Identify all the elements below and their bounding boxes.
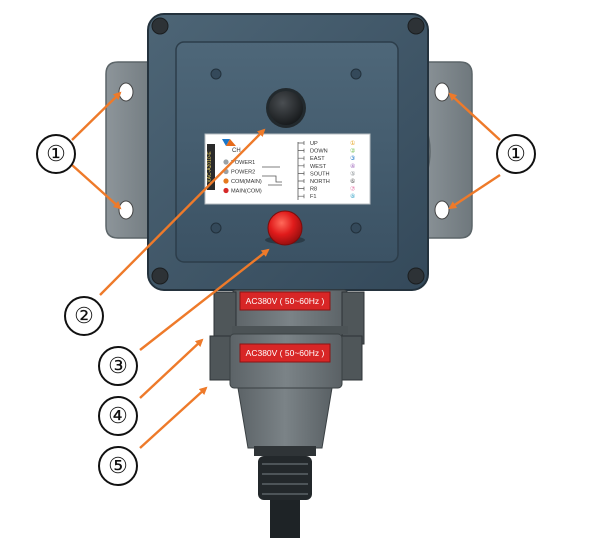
panel-right-number-2: ② (350, 148, 356, 155)
black-button (266, 88, 306, 128)
panel-right-label-5: SOUTH (310, 171, 330, 177)
lower-plug-rating: AC380V ( 50~60Hz ) (246, 348, 325, 358)
panel-right-label-2: DOWN (310, 149, 328, 155)
leader-lines (71, 91, 501, 449)
leader-mount-right-bottom (448, 173, 501, 210)
panel-right-number-7: ⑦ (350, 186, 356, 193)
connector-lower: AC380V ( 50~60Hz ) (209, 333, 363, 449)
panel-left-dot (223, 159, 229, 165)
panel-right-label-8: F1 (310, 194, 317, 200)
panel-right-connector (298, 179, 305, 183)
callout-connector-lower: ④ (98, 396, 138, 436)
leader-button (99, 128, 266, 296)
callout-mount-left: ① (36, 134, 76, 174)
panel-right-label-4: WEST (310, 164, 327, 170)
panel-left-label-4: MAIN(COM) (231, 189, 262, 195)
panel-left-label-3: COM(MAIN) (231, 179, 262, 185)
cable-gland (254, 446, 316, 538)
panel-right-number-4: ④ (350, 163, 355, 170)
leader-cable-gland (139, 386, 208, 449)
panel-right-connector (298, 186, 305, 191)
leader-connector-lower (139, 338, 204, 399)
leader-mount-left-top (71, 91, 122, 141)
panel-right-connector (298, 163, 305, 168)
leader-mount-left-bottom (71, 164, 122, 210)
callout-button: ② (64, 296, 104, 336)
panel-right-number-5: ⑤ (350, 170, 355, 177)
panel-right-label-6: NORTH (310, 179, 330, 185)
panel-right-label-1: UP (310, 141, 318, 147)
callout-connector-upper: ③ (98, 346, 138, 386)
panel-right-connector (298, 141, 305, 145)
panel-right-label-3: EAST (310, 156, 325, 162)
panel-right-number-8: ⑧ (350, 193, 355, 200)
vertical-tag: XAC-A2010-E (207, 151, 213, 183)
panel-right-number-6: ⑥ (350, 178, 355, 185)
mount-bracket-left (105, 61, 161, 239)
panel-left-label-1: POWER1 (231, 160, 255, 166)
callout-cable-gland: ⑤ (98, 446, 138, 486)
panel-right-connector (298, 194, 305, 199)
upper-plug-rating: AC380V ( 50~60Hz ) (246, 296, 325, 306)
panel-left-dot (223, 187, 229, 194)
panel-right-connector (298, 148, 305, 153)
panel-right-label-7: R8 (310, 187, 317, 193)
leader-mount-right-top (448, 92, 501, 141)
red-stop-button (265, 210, 305, 246)
panel-left-label-2: POWER2 (231, 170, 255, 176)
panel-right-connector (298, 171, 305, 176)
panel-top-label: CH (232, 148, 241, 154)
panel-right-number-3: ③ (350, 155, 355, 162)
panel-right-number-1: ① (350, 140, 355, 147)
callout-mount-right: ① (496, 134, 536, 174)
panel-left-dot (223, 178, 229, 184)
panel-right-connector (298, 156, 305, 161)
leader-connector-upper (139, 248, 270, 351)
